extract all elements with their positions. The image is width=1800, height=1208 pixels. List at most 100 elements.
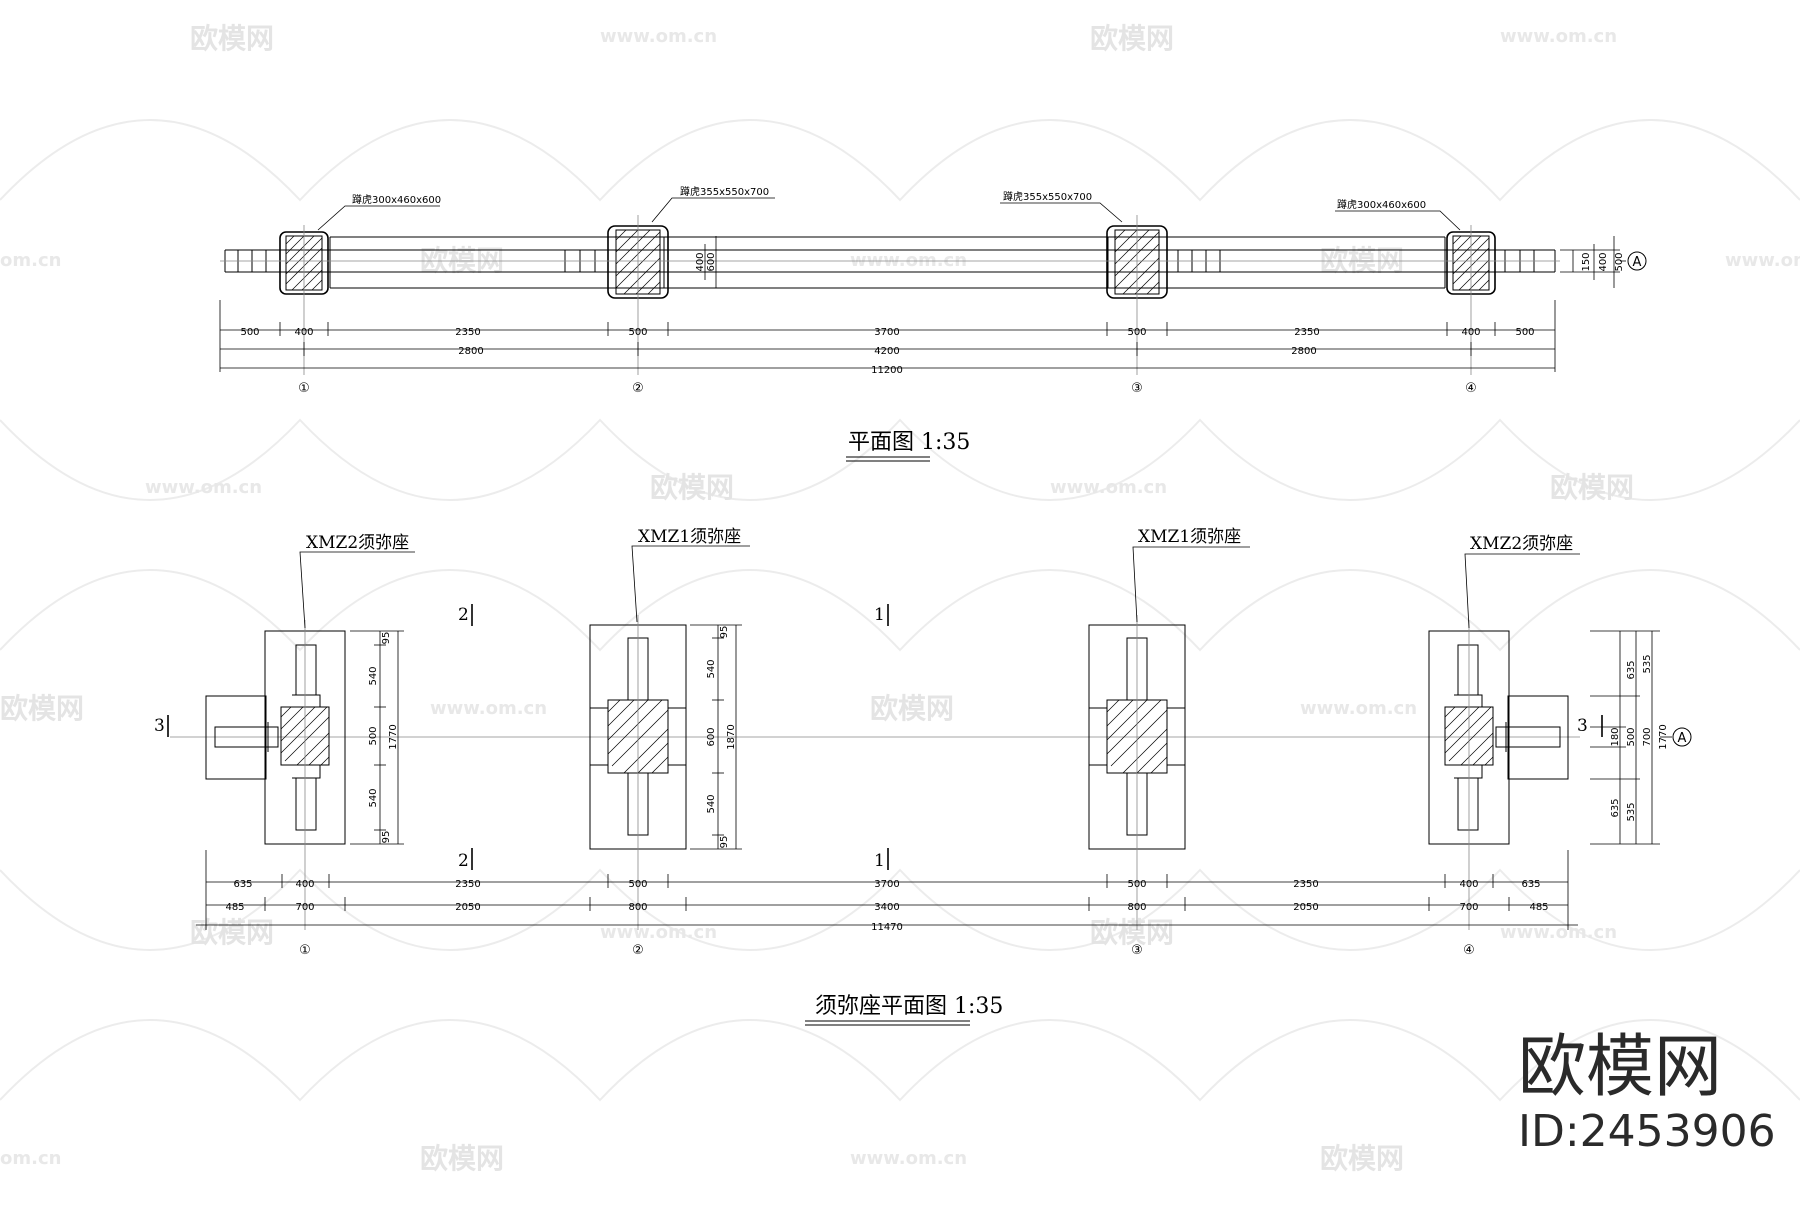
watermark-url: www.om.cn <box>1300 698 1417 719</box>
dim-text: 2350 <box>1294 327 1319 338</box>
section-mark: 1 <box>874 851 885 871</box>
dim-text: 485 <box>1529 902 1548 913</box>
watermark-logo: 欧模网 <box>420 1142 504 1175</box>
watermark-url: www.om.cn <box>1725 250 1800 271</box>
dim-text: 95 <box>719 626 730 639</box>
axis-label: A <box>1633 255 1642 270</box>
base-label: XMZ1须弥座 <box>1138 527 1241 547</box>
dim-text: 2800 <box>458 346 483 357</box>
watermark-url: www.om.cn <box>850 250 967 271</box>
section-mark: 1 <box>874 605 885 625</box>
base-label: XMZ1须弥座 <box>638 527 741 547</box>
base-pedestal-1 <box>205 630 346 845</box>
dim-text: 540 <box>706 659 717 678</box>
grid-axis-2: ② <box>632 381 644 396</box>
dim-text: 400 <box>695 252 706 271</box>
watermark-logo: 欧模网 <box>1320 1142 1404 1175</box>
base-pedestal-4 <box>1428 630 1569 845</box>
dim-text: 500 <box>240 327 259 338</box>
plan-view: 蹲虎300x460x600 蹲虎355x550x700 蹲虎355x550x70… <box>219 185 1647 462</box>
dim-text: 3700 <box>874 327 899 338</box>
axis-bubble-a <box>1627 251 1647 271</box>
dim-text: 1770 <box>388 724 399 749</box>
dim-text: 400 <box>295 879 314 890</box>
dim-text: 400 <box>1459 879 1478 890</box>
watermark-logo: 欧模网 <box>190 22 274 55</box>
base-pedestal-2 <box>589 624 687 850</box>
dim-text: 500 <box>368 726 379 745</box>
dim-text: 150 <box>1581 252 1592 271</box>
watermark-url: www.om.cn <box>600 922 717 943</box>
brand-block: 欧模网 ID:2453906 <box>1518 1028 1776 1157</box>
callout-label: 蹲虎355x550x700 <box>680 185 769 198</box>
section-mark: 2 <box>458 851 469 871</box>
plan-title: 平面图 1:35 <box>848 430 970 455</box>
base-plan-title: 须弥座平面图 1:35 <box>815 994 1003 1019</box>
dim-text: 700 <box>1459 902 1478 913</box>
dim-text: 800 <box>1127 902 1146 913</box>
grid-axis-3: ③ <box>1131 943 1143 958</box>
watermark-url: www.om.cn <box>1500 26 1617 47</box>
dim-text: 500 <box>628 327 647 338</box>
watermark-url: om.cn <box>0 1148 61 1169</box>
watermark-layer: 欧模网 欧模网 www.om.cn www.om.cn 欧模网 欧模网 www.… <box>0 22 1800 1175</box>
dim-text: 635 <box>1610 798 1621 817</box>
dim-text: 4200 <box>874 346 899 357</box>
callout-label: 蹲虎300x460x600 <box>352 193 441 206</box>
dim-text: 540 <box>706 794 717 813</box>
dim-text: 3400 <box>874 902 899 913</box>
watermark-url: om.cn <box>0 250 61 271</box>
dim-text: 11470 <box>871 922 903 933</box>
base-plan-view: XMZ2须弥座 XMZ1须弥座 XMZ1须弥座 XMZ2须弥座 2 1 3 2 … <box>154 527 1692 1026</box>
axis-label: A <box>1678 731 1687 746</box>
dim-text: 400 <box>1598 252 1609 271</box>
dim-text: 635 <box>1521 879 1540 890</box>
dim-text: 700 <box>295 902 314 913</box>
grid-axis-4: ④ <box>1465 381 1477 396</box>
dim-text: 600 <box>706 252 717 271</box>
watermark-logo: 欧模网 <box>190 916 274 949</box>
dim-text: 635 <box>233 879 252 890</box>
grid-axis-4: ④ <box>1463 943 1475 958</box>
callout-label: 蹲虎300x460x600 <box>1337 198 1426 211</box>
dim-text: 400 <box>1461 327 1480 338</box>
grid-axis-1: ① <box>298 381 310 396</box>
dim-text: 2350 <box>1293 879 1318 890</box>
watermark-arcs <box>0 119 1800 1102</box>
watermark-logo: 欧模网 <box>1090 916 1174 949</box>
watermark-logo: 欧模网 <box>1550 471 1634 504</box>
section-mark: 3 <box>1577 716 1588 736</box>
watermark-logo: 欧模网 <box>650 471 734 504</box>
watermark-logo: 欧模网 <box>870 692 954 725</box>
base-label: XMZ2须弥座 <box>1470 534 1573 554</box>
watermark-url: www.om.cn <box>600 26 717 47</box>
dim-text: 535 <box>1626 802 1637 821</box>
watermark-url: www.om.cn <box>850 1148 967 1169</box>
watermark-logo: 欧模网 <box>0 692 84 725</box>
callout-label: 蹲虎355x550x700 <box>1003 190 1092 203</box>
dim-text: 500 <box>1515 327 1534 338</box>
grid-axis-2: ② <box>632 943 644 958</box>
dim-text: 1870 <box>726 724 737 749</box>
dim-text: 500 <box>1127 327 1146 338</box>
dim-text: 700 <box>1642 727 1653 746</box>
watermark-url: www.om.cn <box>1500 922 1617 943</box>
section-mark: 2 <box>458 605 469 625</box>
dim-text: 180 <box>1610 727 1621 746</box>
base-label: XMZ2须弥座 <box>306 533 409 553</box>
dim-text: 2050 <box>1293 902 1318 913</box>
dim-text: 535 <box>1642 654 1653 673</box>
watermark-logo: 欧模网 <box>1090 22 1174 55</box>
grid-axis-1: ① <box>299 943 311 958</box>
dim-text: 600 <box>706 727 717 746</box>
dim-text: 485 <box>225 902 244 913</box>
dim-text: 2050 <box>455 902 480 913</box>
watermark-url: www.om.cn <box>145 477 262 498</box>
dim-text: 800 <box>628 902 647 913</box>
dim-text: 500 <box>1626 727 1637 746</box>
dim-text: 95 <box>381 632 392 645</box>
dim-text: 540 <box>368 788 379 807</box>
dim-text: 500 <box>1127 879 1146 890</box>
brand-name: 欧模网 <box>1518 1028 1722 1107</box>
